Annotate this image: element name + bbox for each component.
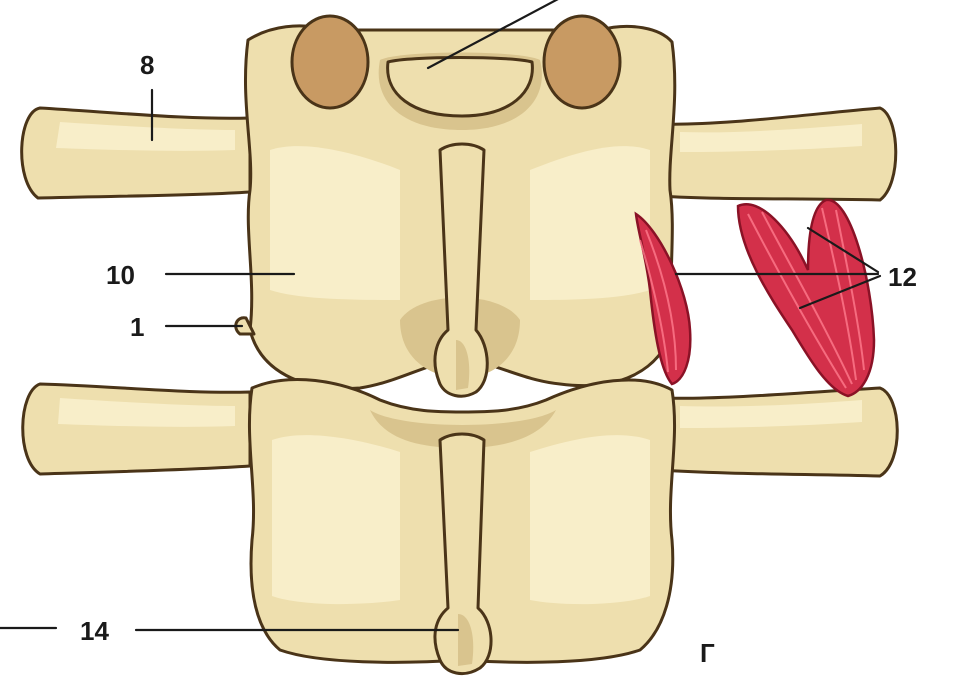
upper-vertebra (236, 16, 675, 396)
label-12: 12 (888, 262, 917, 292)
label-10: 10 (106, 260, 135, 290)
label-14: 14 (80, 616, 109, 646)
upper-left-articular-facet (292, 16, 368, 108)
label-1: 1 (130, 312, 144, 342)
upper-left-transverse-process (22, 108, 250, 198)
upper-right-articular-facet (544, 16, 620, 108)
lower-right-transverse-process (660, 388, 897, 476)
muscle-large (738, 200, 874, 396)
label-8: 8 (140, 50, 154, 80)
upper-right-transverse-process (660, 108, 896, 200)
panel-letter: Г (700, 638, 715, 668)
lower-left-transverse-process (23, 384, 250, 474)
